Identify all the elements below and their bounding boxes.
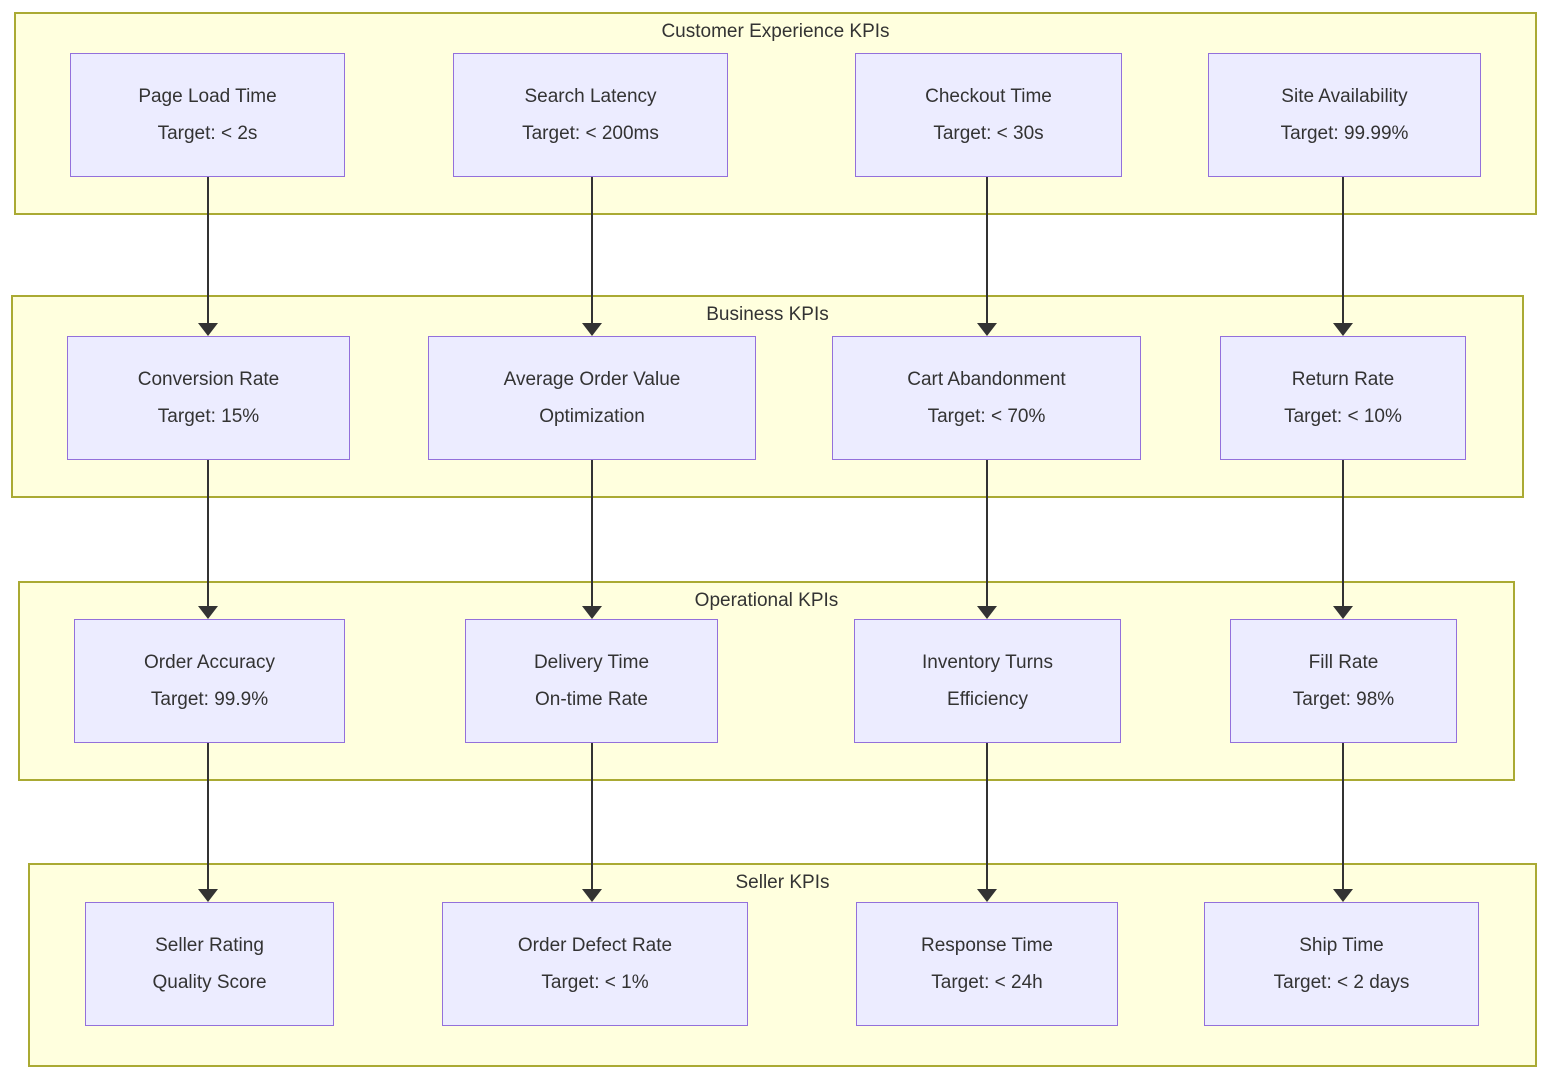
group-label: Customer Experience KPIs [661,21,890,42]
node-average-order-value: Average Order Value Optimization [428,336,756,460]
node-target: Target: < 2s [157,123,258,144]
node-title: Site Availability [1281,86,1408,107]
group-label: Operational KPIs [694,590,839,611]
node-title: Return Rate [1291,369,1395,390]
edge-order-accuracy-to-seller-rating [198,743,218,902]
node-title: Order Accuracy [144,652,275,673]
node-title: Page Load Time [138,86,277,107]
node-title: Inventory Turns [922,652,1053,673]
node-target: Efficiency [947,689,1028,710]
node-target: Target: < 24h [931,972,1043,993]
node-title: Order Defect Rate [517,935,673,956]
edge-site-availability-to-return-rate [1333,177,1353,336]
edge-search-latency-to-average-order-value [582,177,602,336]
node-target: Quality Score [152,972,267,993]
node-delivery-time: Delivery Time On-time Rate [465,619,718,743]
node-target: Target: < 30s [933,123,1044,144]
node-title: Checkout Time [925,86,1052,107]
node-order-defect-rate: Order Defect Rate Target: < 1% [442,902,748,1026]
edge-conversion-rate-to-order-accuracy [198,460,218,619]
node-fill-rate: Fill Rate Target: 98% [1230,619,1457,743]
node-title: Response Time [920,935,1053,956]
node-title: Average Order Value [503,369,681,390]
node-page-load-time: Page Load Time Target: < 2s [70,53,345,177]
node-cart-abandonment: Cart Abandonment Target: < 70% [832,336,1141,460]
node-target: Target: < 1% [541,972,649,993]
node-target: Target: < 200ms [522,123,659,144]
node-title: Conversion Rate [137,369,280,390]
node-title: Fill Rate [1308,652,1379,673]
group-label: Business KPIs [706,304,829,325]
edge-average-order-value-to-delivery-time [582,460,602,619]
node-site-availability: Site Availability Target: 99.99% [1208,53,1481,177]
node-target: Target: 99.99% [1280,123,1409,144]
node-response-time: Response Time Target: < 24h [856,902,1118,1026]
group-label: Seller KPIs [735,872,830,893]
node-title: Search Latency [524,86,657,107]
node-return-rate: Return Rate Target: < 10% [1220,336,1466,460]
node-title: Ship Time [1299,935,1384,956]
node-target: On-time Rate [535,689,648,710]
node-inventory-turns: Inventory Turns Efficiency [854,619,1121,743]
node-checkout-time: Checkout Time Target: < 30s [855,53,1122,177]
node-title: Cart Abandonment [907,369,1066,390]
node-order-accuracy: Order Accuracy Target: 99.9% [74,619,345,743]
node-target: Target: < 10% [1284,406,1402,427]
node-title: Seller Rating [155,935,264,956]
edge-delivery-time-to-order-defect-rate [582,743,602,902]
node-target: Optimization [539,406,645,427]
node-ship-time: Ship Time Target: < 2 days [1204,902,1479,1026]
edge-page-load-time-to-conversion-rate [198,177,218,336]
edge-cart-abandonment-to-inventory-turns [977,460,997,619]
node-target: Target: < 70% [927,406,1046,427]
edge-inventory-turns-to-response-time [977,743,997,902]
edge-checkout-time-to-cart-abandonment [977,177,997,336]
node-target: Target: 98% [1292,689,1395,710]
node-title: Delivery Time [533,652,650,673]
node-target: Target: 15% [157,406,260,427]
node-target: Target: < 2 days [1273,972,1410,993]
node-search-latency: Search Latency Target: < 200ms [453,53,728,177]
node-target: Target: 99.9% [150,689,269,710]
edge-fill-rate-to-ship-time [1333,743,1353,902]
edge-return-rate-to-fill-rate [1333,460,1353,619]
node-seller-rating: Seller Rating Quality Score [85,902,334,1026]
node-conversion-rate: Conversion Rate Target: 15% [67,336,350,460]
